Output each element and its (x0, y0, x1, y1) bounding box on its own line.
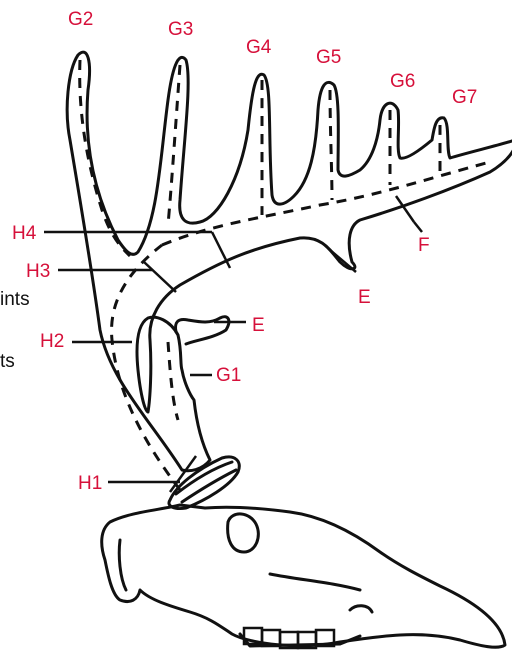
measurement-dashes (80, 60, 490, 490)
label-e-brow: E (252, 316, 265, 336)
label-g5: G5 (316, 48, 341, 68)
label-h4: H4 (12, 224, 36, 244)
label-h3: H3 (26, 262, 50, 282)
skull-outline (102, 505, 505, 647)
label-h1: H1 (78, 474, 102, 494)
pointer-lines (44, 196, 422, 492)
label-g1: G1 (216, 366, 241, 386)
label-g7: G7 (452, 88, 477, 108)
antler-outline (67, 52, 512, 471)
label-g6: G6 (390, 72, 415, 92)
cropped-text-points-b: ts (0, 352, 15, 372)
label-g2: G2 (68, 10, 93, 30)
label-g4: G4 (246, 38, 271, 58)
label-g3: G3 (168, 20, 193, 40)
label-h2: H2 (40, 332, 64, 352)
label-e-lower: E (358, 288, 371, 308)
cropped-text-points-a: ints (0, 290, 30, 310)
label-f: F (418, 236, 430, 256)
